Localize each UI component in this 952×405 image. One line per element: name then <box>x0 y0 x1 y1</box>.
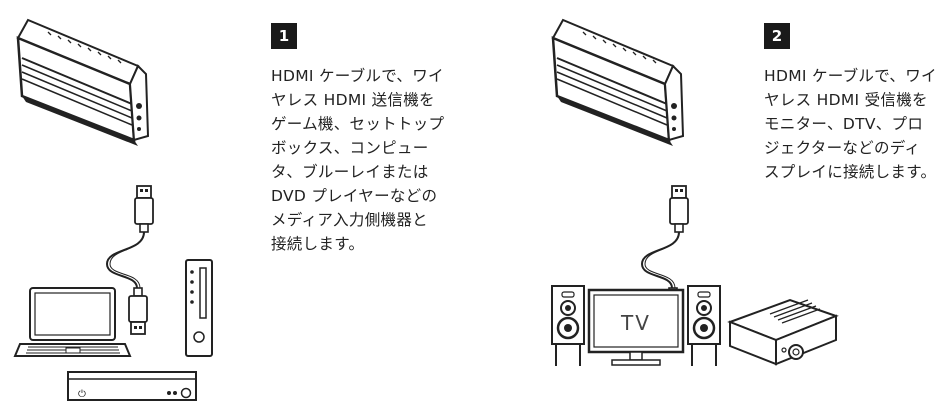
text-line: ボックス、コンピュー <box>271 139 429 157</box>
hdmi-receiver-illustration <box>551 18 685 148</box>
left-speaker-illustration <box>551 285 585 366</box>
text-line: スプレイに接続します。 <box>764 163 937 181</box>
step-2-description: HDMI ケーブルで、ワイ ヤレス HDMI 受信機を モニター、DTV、プロ … <box>764 64 937 184</box>
text-line: DVD プレイヤーなどの <box>271 187 438 205</box>
game-console-illustration <box>185 259 213 357</box>
text-line: モニター、DTV、プロ <box>764 115 924 133</box>
text-line: ヤレス HDMI 受信機を <box>764 91 928 109</box>
tv-illustration: TV <box>587 288 685 366</box>
text-line: ジェクターなどのディ <box>764 139 921 157</box>
text-line: HDMI ケーブルで、ワイ <box>764 67 937 85</box>
text-line: メディア入力側機器と <box>271 211 428 229</box>
projector-illustration <box>727 298 839 366</box>
text-line: ヤレス HDMI 送信機を <box>271 91 435 109</box>
tv-label: TV <box>620 311 651 335</box>
hdmi-transmitter-illustration <box>16 18 150 148</box>
text-line: ゲーム機、セットトップ <box>271 115 445 133</box>
right-speaker-illustration <box>687 285 721 366</box>
text-line: タ、ブルーレイまたは <box>271 163 429 181</box>
svg-text:⏻: ⏻ <box>78 389 86 400</box>
blu-ray-player-illustration: ⏻ <box>67 371 197 401</box>
step-2-badge: 2 <box>764 23 790 49</box>
step-1-badge: 1 <box>271 23 297 49</box>
text-line: HDMI ケーブルで、ワイ <box>271 67 444 85</box>
step-1-description: HDMI ケーブルで、ワイ ヤレス HDMI 送信機を ゲーム機、セットトップ … <box>271 64 444 256</box>
laptop-illustration <box>13 287 132 357</box>
text-line: 接続します。 <box>271 235 365 253</box>
